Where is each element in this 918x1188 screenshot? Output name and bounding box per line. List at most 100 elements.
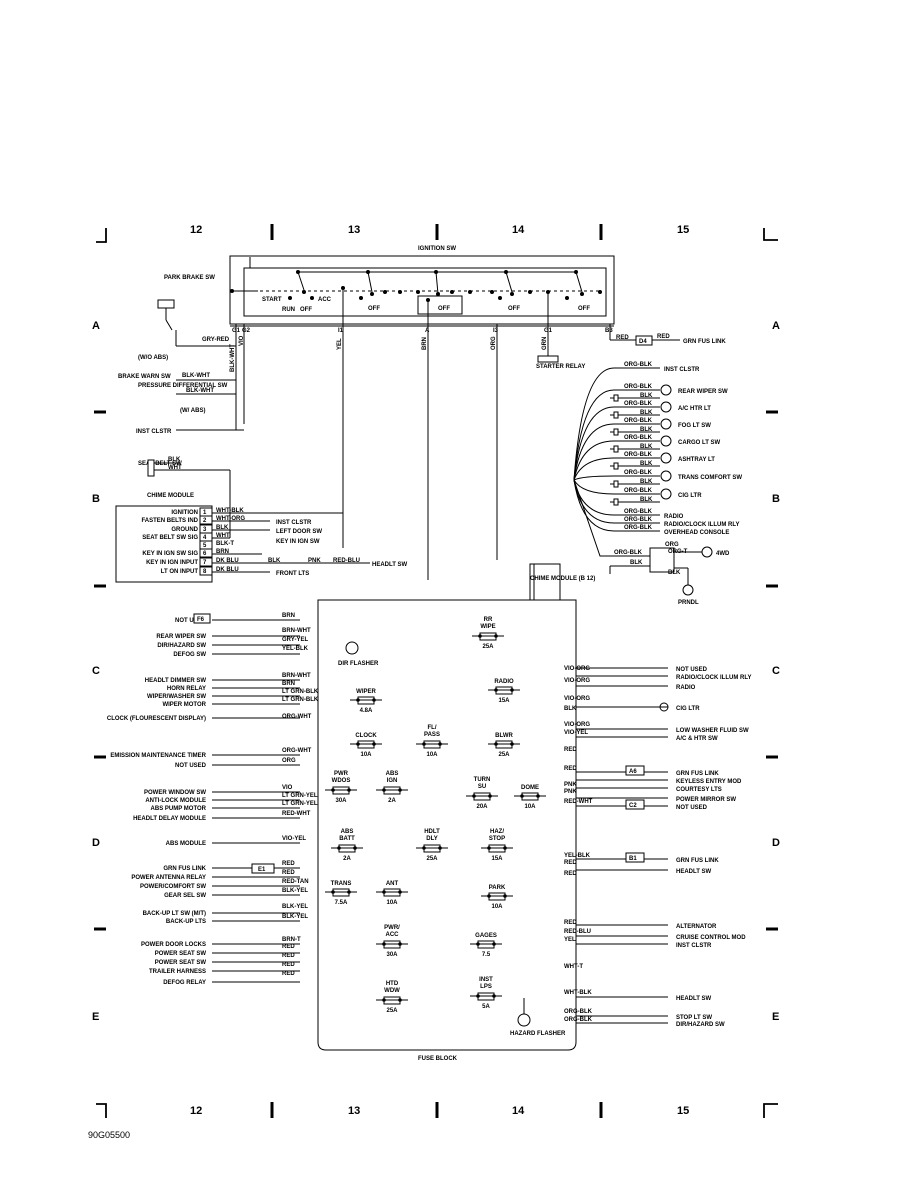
svg-text:BRAKE WARN SW: BRAKE WARN SW [118,374,171,380]
wire-label: BLK-YEL [282,904,308,910]
svg-text:BLK: BLK [168,457,181,463]
svg-text:DIR FLASHER: DIR FLASHER [338,661,379,667]
load-label: OVERHEAD CONSOLE [664,530,729,536]
wire-label: ORG-BLK [624,452,653,458]
svg-text:RED-BLU: RED-BLU [333,558,360,564]
left-load-label: NOT USED [175,618,207,624]
wire-label: BLK [640,410,653,416]
chime-pin-number: 7 [203,560,207,566]
left-load-label: ANTI-LOCK MODULE [145,798,206,804]
ign-pos: OFF [508,306,520,312]
ign-pos: RUN [282,307,295,313]
wire-label: VIO-YEL [282,836,306,842]
chime-pin-wire: BLK-T [216,541,234,547]
figure-id: 90G05500 [88,1130,130,1140]
row-label: A [92,320,100,332]
ign-terminal: I1 [338,328,344,334]
fuse-amp: 7.5A [335,900,348,906]
svg-text:(W/ ABS): (W/ ABS) [180,408,205,414]
right-load-label: LOW WASHER FLUID SW [676,728,749,734]
wire-label: WHT-BLK [564,990,592,996]
wire-label: RED [282,944,295,950]
left-load-label: POWER WINDOW SW [144,790,206,796]
ign-terminal: I3 [493,328,499,334]
fuse-name: PASS [424,732,440,738]
left-load-label: WIPER/WASHER SW [147,694,206,700]
wire-label: ORG-BLK [624,525,653,531]
fuse-name: RADIO [494,679,514,685]
chime-pin-label: IGNITION [171,510,198,516]
wire-label: BLK [640,427,653,433]
fuse-name: FL/ [428,725,437,731]
load-label: CARGO LT SW [678,440,721,446]
right-load-label: DIR/HAZARD SW [676,1022,725,1028]
wire-label: ORG [282,758,296,764]
wire-label: GRY-YEL [282,637,308,643]
wire-label: RED [564,871,577,877]
left-load-label: EMISSION MAINTENANCE TIMER [110,753,206,759]
fuse-name: WIPER [356,689,376,695]
svg-text:WHT: WHT [168,465,182,471]
chime-pin-label: LT ON INPUT [161,569,199,575]
fuse-name: PARK [489,885,506,891]
fuse-name: RR [484,617,493,623]
left-load-label: ABS MODULE [166,841,206,847]
wire-label: BLK [640,393,653,399]
left-load-label: HEADLT DELAY MODULE [133,816,206,822]
fuse-name: WDW [384,988,400,994]
fuse-amp: 30A [386,952,398,958]
wire-label: ORG-BLK [624,488,653,494]
fuse-amp: 15A [498,698,510,704]
load-label: PRNDL [678,600,699,606]
right-load-label: GRN FUS LINK [676,858,719,864]
col-label: 15 [677,1105,689,1117]
chime-pin-wire: BRN [216,549,229,555]
fuse-amp: 25A [386,1008,398,1014]
fuse-amp: 2A [388,798,396,804]
left-load-label: DIR/HAZARD SW [157,643,206,649]
wire-label: ORG-WHT [282,748,312,754]
right-load-label: ALTERNATOR [676,924,717,930]
wire-label: VIO [239,335,245,346]
wire-label: BRN [422,337,428,350]
fuse-amp: 10A [360,752,372,758]
fuse-name: PWR [334,771,349,777]
load-label: 4WD [716,551,730,557]
chime-pin-number: 1 [203,510,207,516]
left-load-label: GRN FUS LINK [163,866,206,872]
right-load-label: CIG LTR [676,706,700,712]
fuse-name: BLWR [495,733,513,739]
fuse-name: DOME [521,785,539,791]
left-load-label: POWER ANTENNA RELAY [131,875,206,881]
wire-label: VIO-YEL [564,730,588,736]
svg-text:E1: E1 [258,867,266,873]
fuse-name: HTD [386,981,399,987]
row-label: C [772,665,780,677]
chime-pin-number: 2 [203,518,207,524]
svg-text:F6: F6 [197,617,205,623]
chime-pin-number: 4 [203,535,207,541]
right-load-label: GRN FUS LINK [676,771,719,777]
wire-label: ORG-WHT [282,714,312,720]
wire-label: RED-WHT [564,799,593,805]
wire-label: BRN-T [282,937,301,943]
wire-label: BLK-WHT [230,344,236,372]
wire-label: ORG-BLK [624,384,653,390]
col-label: 13 [348,224,360,236]
row-label: C [92,665,100,677]
chime-pin-label: FASTEN BELTS IND [141,518,198,524]
wire-label: RED [564,920,577,926]
row-label: D [772,837,780,849]
svg-text:HEADLT SW: HEADLT SW [372,562,408,568]
ign-feed-wires: GRY-RED BLK-WHT VIO YEL BRN ORG GRN RED … [202,288,726,580]
wire-label: RED [564,747,577,753]
park-brake-area: PARK BRAKE SW (W/O ABS) BRAKE WARN SW BL… [118,275,244,435]
svg-text:C2: C2 [629,803,637,809]
svg-text:FRONT LTS: FRONT LTS [276,571,309,577]
wire-label: BLK [640,497,653,503]
fuse-name: DLY [426,836,437,842]
ign-terminal: G2 [242,328,251,334]
chime-pin-label: GROUND [171,527,198,533]
